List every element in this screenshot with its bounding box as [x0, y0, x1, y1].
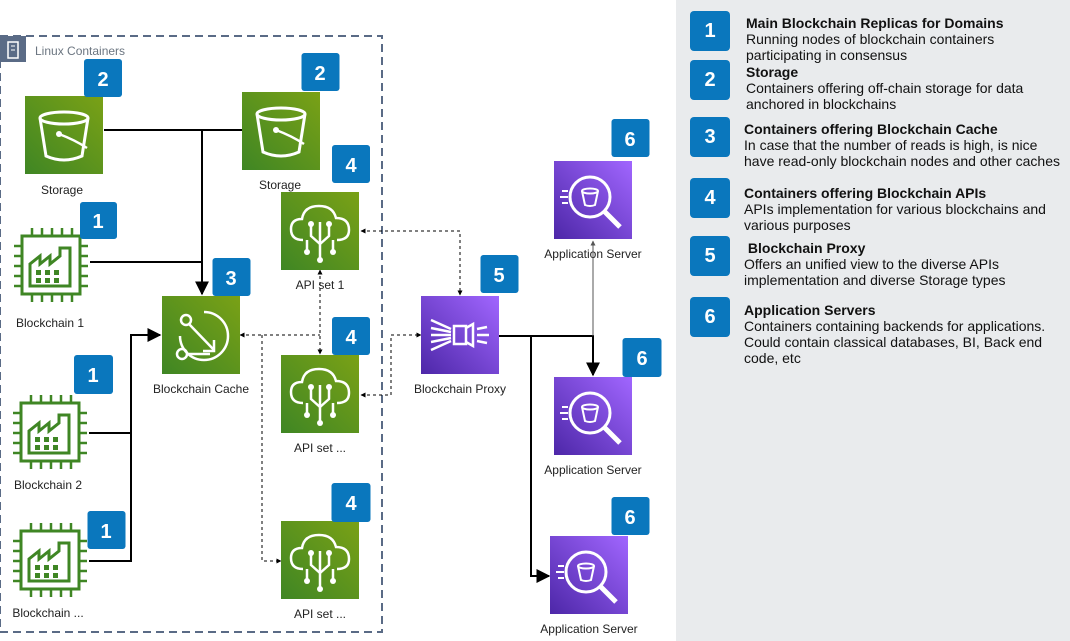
edge-api2-proxy: [360, 332, 422, 398]
storage-node-2[interactable]: Storage: [242, 92, 320, 192]
svg-text:2: 2: [314, 63, 325, 85]
application-server-node-2[interactable]: Application Server: [544, 377, 642, 477]
search-bucket-icon: [554, 377, 632, 455]
edge-proxy-app2: [499, 335, 600, 377]
node-label: Blockchain Proxy: [414, 382, 506, 396]
api-set-node-1[interactable]: API set 1: [281, 192, 359, 292]
proxy-icon: [421, 296, 499, 374]
badge-app1: 6: [611, 119, 650, 157]
svg-text:4: 4: [345, 493, 357, 515]
factory-chip-icon: [12, 226, 90, 304]
badge-storage2: 2: [301, 53, 340, 91]
bucket-icon: [242, 92, 320, 170]
badge-api3: 4: [331, 483, 371, 522]
node-label: Storage: [259, 178, 301, 192]
svg-text:4: 4: [345, 155, 357, 177]
search-bucket-icon: [554, 161, 632, 239]
cloud-circuit-icon: [281, 521, 359, 599]
edge-blockchain3-cache: [89, 328, 162, 562]
legend-badge: 1: [690, 11, 730, 51]
node-label: Application Server: [540, 622, 637, 636]
svg-text:1: 1: [100, 521, 111, 543]
api-set-node-2[interactable]: API set ...: [281, 355, 359, 455]
application-server-node-1[interactable]: Application Server: [544, 161, 642, 261]
legend-badge: 2: [690, 60, 730, 100]
legend-title: Containers offering Blockchain Cache: [744, 121, 998, 137]
storage-node-1[interactable]: Storage: [25, 96, 103, 197]
legend-desc: Offers an unified view to the diverse AP…: [744, 256, 1006, 288]
legend-desc: In case that the number of reads is high…: [744, 137, 1060, 169]
badge-api2: 4: [332, 317, 370, 355]
legend-desc: Containers offering off-chain storage fo…: [746, 80, 1024, 112]
badge-storage1: 2: [84, 59, 122, 97]
legend-badge: 3: [690, 117, 730, 157]
cache-icon: [162, 296, 240, 374]
blockchain-node-3[interactable]: Blockchain ...: [11, 521, 89, 620]
legend-desc: Containers containing backends for appli…: [744, 318, 1046, 366]
edge-cache-api3: [261, 335, 282, 564]
node-label: API set 1: [296, 278, 345, 292]
legend-badge: 6: [690, 297, 730, 337]
search-bucket-icon: [550, 536, 628, 614]
blockchain-cache-node[interactable]: Blockchain Cache: [153, 296, 249, 396]
legend-badge: 5: [690, 236, 730, 276]
svg-text:2: 2: [97, 69, 108, 91]
legend-badge: 4: [690, 178, 730, 218]
svg-text:6: 6: [636, 348, 647, 370]
factory-chip-icon: [11, 393, 89, 471]
badge-blockchain2: 1: [74, 355, 113, 394]
badge-blockchain1: 1: [80, 202, 117, 239]
legend-desc: APIs implementation for various blockcha…: [744, 201, 1046, 233]
badge-app3: 6: [611, 497, 650, 535]
node-label: Blockchain 2: [14, 478, 82, 492]
blockchain-proxy-node[interactable]: Blockchain Proxy: [414, 296, 506, 396]
bucket-icon: [25, 96, 103, 174]
blockchain-node-1[interactable]: Blockchain 1: [12, 226, 90, 330]
legend-title: Application Servers: [744, 302, 876, 318]
cloud-circuit-icon: [281, 355, 359, 433]
node-label: API set ...: [294, 607, 346, 621]
svg-text:4: 4: [345, 327, 357, 349]
svg-text:1: 1: [92, 211, 103, 233]
api-set-node-3[interactable]: API set ...: [281, 521, 359, 621]
cloud-circuit-icon: [281, 192, 359, 270]
blockchain-node-2[interactable]: Blockchain 2: [11, 393, 89, 492]
svg-text:3: 3: [225, 268, 236, 290]
legend-desc: Running nodes of blockchain containers p…: [746, 31, 995, 63]
node-label: Blockchain Cache: [153, 382, 249, 396]
badge-cache: 3: [212, 258, 251, 296]
edge-proxy-app3: [530, 336, 551, 583]
node-label: Blockchain ...: [12, 606, 83, 620]
svg-text:1: 1: [87, 365, 98, 387]
node-label: Application Server: [544, 247, 641, 261]
solid-connectors: [89, 129, 600, 583]
legend-title: Blockchain Proxy: [744, 240, 866, 256]
badge-proxy: 5: [480, 255, 519, 293]
legend-title: Storage: [746, 64, 799, 80]
legend-title: Containers offering Blockchain APIs: [744, 185, 987, 201]
dashed-connectors: [239, 228, 463, 564]
svg-text:6: 6: [624, 129, 635, 151]
factory-chip-icon: [11, 521, 89, 599]
application-server-node-3[interactable]: Application Server: [540, 536, 638, 636]
node-label: Storage: [41, 183, 83, 197]
legend-panel: 1 Main Blockchain Replicas for Domains R…: [676, 0, 1070, 641]
node-label: Application Server: [544, 463, 641, 477]
badge-api1: 4: [332, 145, 370, 183]
badge-app2: 6: [622, 338, 662, 377]
node-label: Blockchain 1: [16, 316, 84, 330]
building-icon: [0, 36, 26, 62]
group-label: Linux Containers: [35, 44, 125, 58]
svg-text:6: 6: [624, 507, 635, 529]
legend-title: Main Blockchain Replicas for Domains: [746, 15, 1004, 31]
svg-text:5: 5: [493, 265, 504, 287]
edge-api1-proxy: [360, 228, 463, 296]
node-label: API set ...: [294, 441, 346, 455]
architecture-diagram: Linux Containers Storage Storage Blockch…: [0, 35, 662, 636]
badge-blockchain3: 1: [87, 511, 126, 549]
